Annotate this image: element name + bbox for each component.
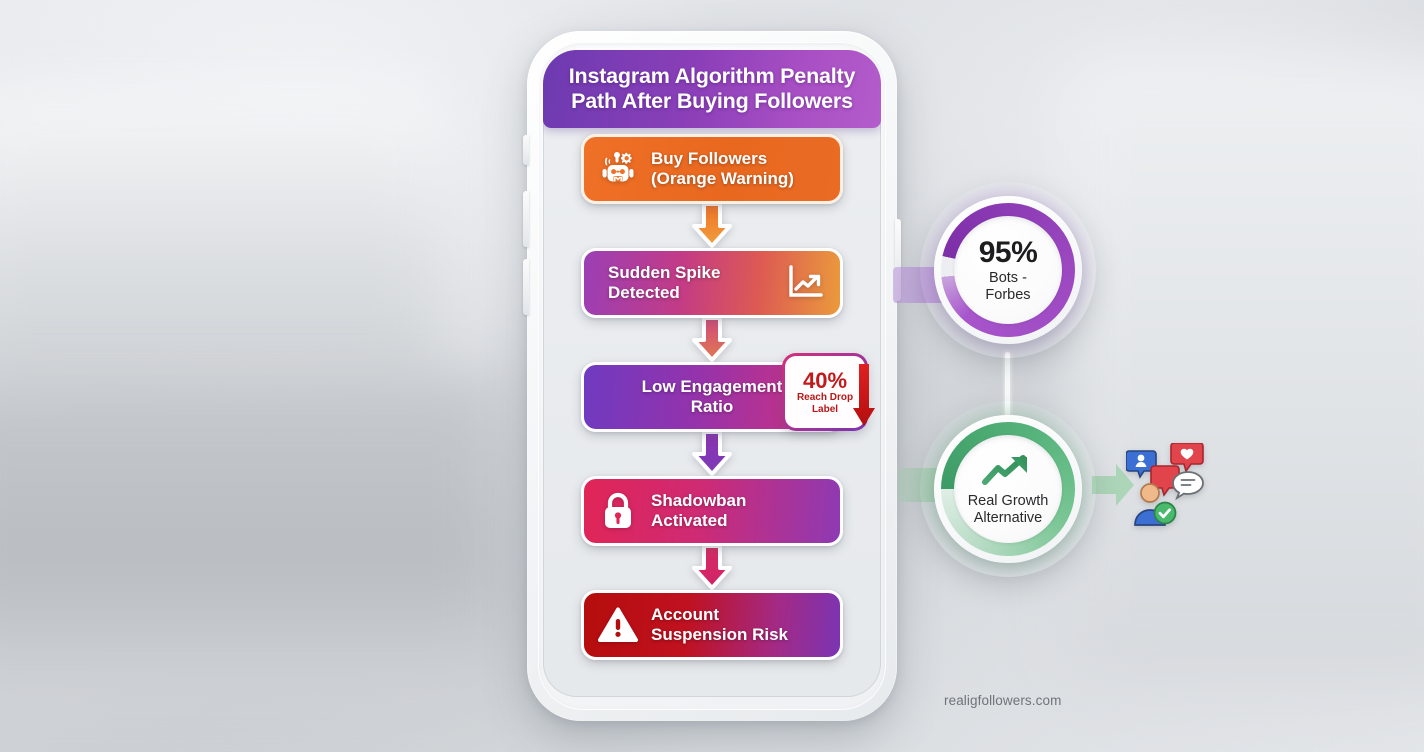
flow-row: Account Suspension Risk: [559, 590, 865, 660]
trend-up-arrow-icon: [981, 452, 1035, 491]
flow-node-low-engagement[interactable]: Low Engagement Ratio 40% Reach Drop Labe…: [581, 356, 875, 432]
down-arrow-red-icon: [851, 360, 877, 435]
flow-node-shadowban[interactable]: Shadowban Activated: [581, 476, 843, 546]
background-haze: [1064, 60, 1424, 680]
flow-node-buy-followers[interactable]: Buy Followers (Orange Warning): [581, 134, 843, 204]
reach-drop-value: 40%: [802, 367, 848, 393]
growth-stat-circle[interactable]: Real Growth Alternative: [920, 401, 1096, 577]
bots-stat-circle[interactable]: 95% Bots - Forbes: [920, 182, 1096, 358]
bots-stat-value: 95%: [978, 235, 1038, 269]
reach-drop-badge[interactable]: 40% Reach Drop Label: [782, 353, 875, 431]
phone-screen: Instagram Algorithm Penalty Path After B…: [543, 50, 881, 697]
power-button[interactable]: [895, 219, 901, 301]
flow-row: Shadowban Activated: [559, 476, 865, 546]
flow-node-label: Low Engagement Ratio: [641, 376, 783, 417]
watermark: realigfollowers.com: [944, 693, 1062, 708]
flow-node-suspension-risk[interactable]: Account Suspension Risk: [581, 590, 843, 660]
growth-stat-content: Real Growth Alternative: [954, 435, 1062, 543]
flow-node-label: Sudden Spike Detected: [608, 262, 721, 303]
bots-stat-caption: Bots - Forbes: [985, 269, 1031, 303]
penalty-flow-diagram: Buy Followers (Orange Warning) Sudden Sp…: [543, 134, 881, 660]
verified-user-icon: [1134, 483, 1177, 526]
background-laptop-base: [0, 380, 500, 710]
robot-icon: [596, 149, 640, 189]
trend-up-chart-icon: [784, 264, 828, 302]
warning-triangle-icon: [596, 606, 640, 644]
volume-down-button[interactable]: [523, 259, 529, 315]
reach-drop-caption: Reach Drop Label: [796, 391, 854, 415]
volume-up-button[interactable]: [523, 191, 529, 247]
background-laptop-lid: [0, 90, 440, 390]
chat-bubble-icon: [1172, 471, 1204, 501]
flow-arrow-1: [559, 204, 865, 248]
page-title: Instagram Algorithm Penalty Path After B…: [568, 64, 856, 113]
connector-bots-to-growth: [1005, 352, 1010, 436]
flow-arrow-2: [559, 318, 865, 362]
flow-arrow-3: [559, 432, 865, 476]
flow-node-sudden-spike[interactable]: Sudden Spike Detected: [581, 248, 843, 318]
infographic-header: Instagram Algorithm Penalty Path After B…: [543, 50, 881, 128]
phone-mockup: Instagram Algorithm Penalty Path After B…: [523, 31, 901, 721]
flow-node-label: Shadowban Activated: [651, 490, 747, 531]
growth-stat-caption: Real Growth Alternative: [967, 492, 1049, 526]
flow-node-label: Buy Followers (Orange Warning): [651, 148, 794, 189]
flow-node-label: Account Suspension Risk: [651, 604, 788, 645]
silent-switch-button[interactable]: [523, 135, 529, 165]
bots-stat-content: 95% Bots - Forbes: [954, 216, 1062, 324]
flow-row: Low Engagement Ratio 40% Reach Drop Labe…: [559, 356, 875, 432]
lock-icon: [596, 490, 640, 532]
flow-arrow-4: [559, 546, 865, 590]
flow-row: Buy Followers (Orange Warning): [559, 134, 865, 204]
flow-row: Sudden Spike Detected: [559, 248, 865, 318]
engagement-icons-cluster: [1125, 442, 1206, 527]
